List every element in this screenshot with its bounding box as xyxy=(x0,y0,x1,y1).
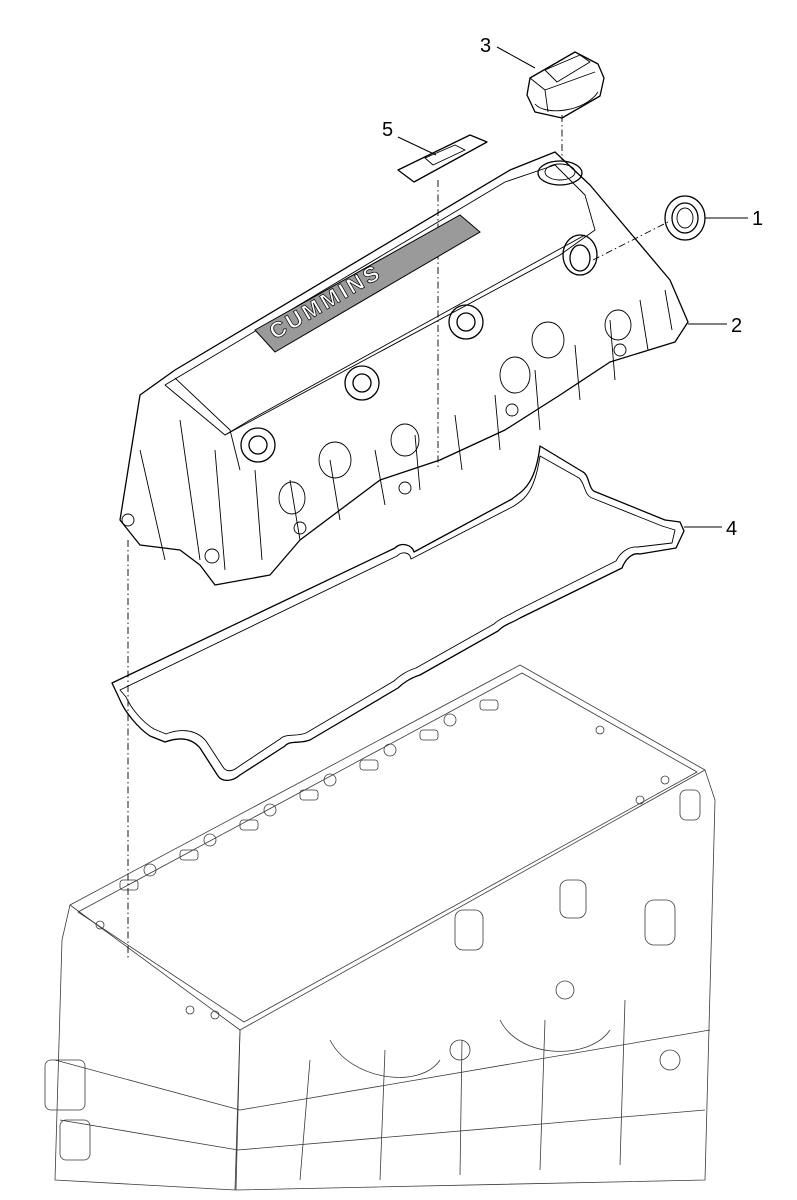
valve-cover-gasket xyxy=(111,445,685,782)
valve-cover: CUMMINS xyxy=(119,151,689,586)
callout-leaders xyxy=(397,46,748,528)
callout-5: 5 xyxy=(382,119,393,141)
callout-1: 1 xyxy=(752,208,763,230)
engine-block xyxy=(44,664,716,1191)
alignment-lines xyxy=(127,115,669,960)
cover-logo-text: CUMMINS xyxy=(265,259,386,345)
callout-2: 2 xyxy=(731,315,742,337)
oil-fill-cap xyxy=(526,51,605,119)
label-decal xyxy=(397,134,488,183)
seal-ring xyxy=(664,195,706,241)
callout-4: 4 xyxy=(726,518,737,540)
cumm-logo-plate xyxy=(254,214,481,353)
callout-3: 3 xyxy=(480,35,491,57)
